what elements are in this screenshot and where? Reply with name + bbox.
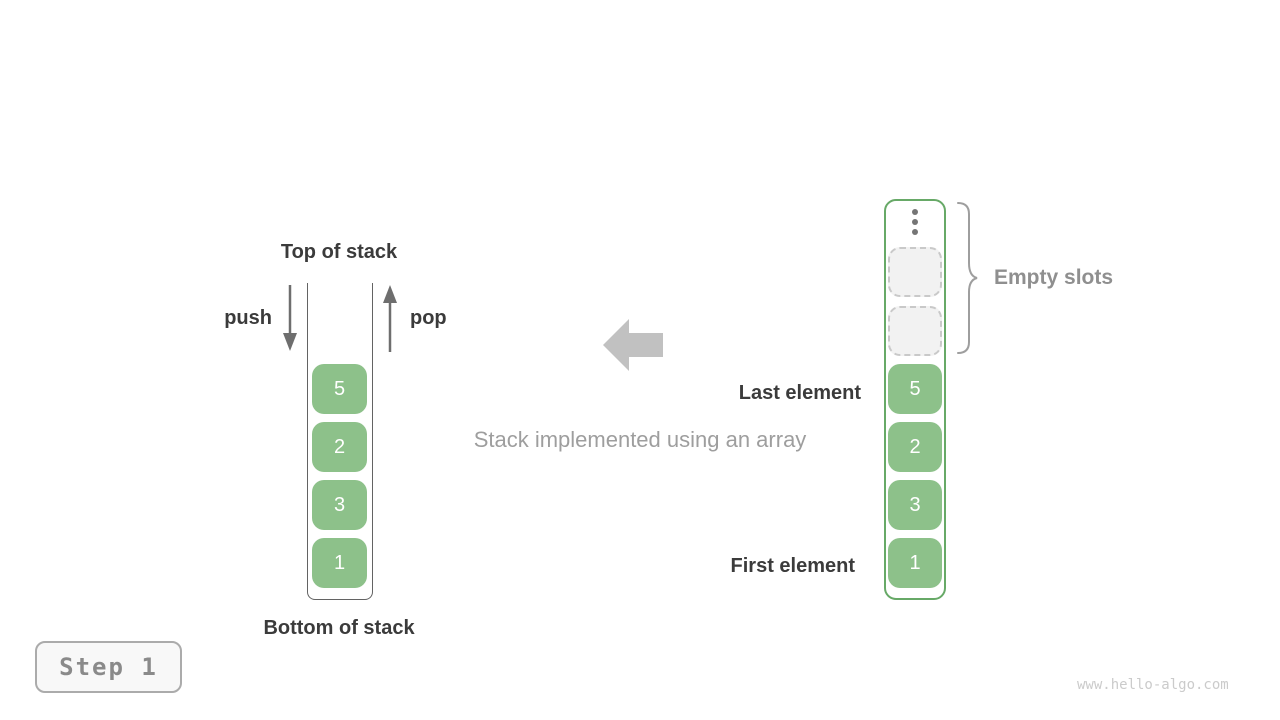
first-element-label: First element	[730, 555, 855, 577]
push-label: push	[224, 307, 272, 329]
last-element-label: Last element	[738, 382, 861, 404]
empty-slot	[888, 306, 942, 356]
bottom-of-stack-label: Bottom of stack	[263, 617, 415, 639]
left-block-arrow-icon	[603, 319, 663, 371]
push-arrow-icon	[283, 285, 297, 351]
top-of-stack-label: Top of stack	[280, 241, 398, 263]
array-cell: 5	[888, 364, 942, 414]
pop-label: pop	[410, 307, 447, 329]
array-container: 5 2 3 1	[884, 199, 946, 600]
empty-slots-label: Empty slots	[994, 266, 1114, 289]
stack-container	[307, 283, 373, 600]
diagram-caption: Stack implemented using an array	[473, 427, 807, 452]
vertical-ellipsis-icon	[912, 209, 918, 235]
stack-cell: 5	[312, 364, 367, 414]
step-badge: Step 1	[35, 641, 182, 693]
array-cell: 3	[888, 480, 942, 530]
watermark: www.hello-algo.com	[1077, 677, 1229, 693]
stack-cell: 2	[312, 422, 367, 472]
stack-cell: 1	[312, 538, 367, 588]
array-cell: 1	[888, 538, 942, 588]
stack-cell: 3	[312, 480, 367, 530]
pop-arrow-icon	[383, 285, 397, 352]
array-cell: 2	[888, 422, 942, 472]
curly-brace-icon	[957, 202, 978, 354]
empty-slot	[888, 247, 942, 297]
